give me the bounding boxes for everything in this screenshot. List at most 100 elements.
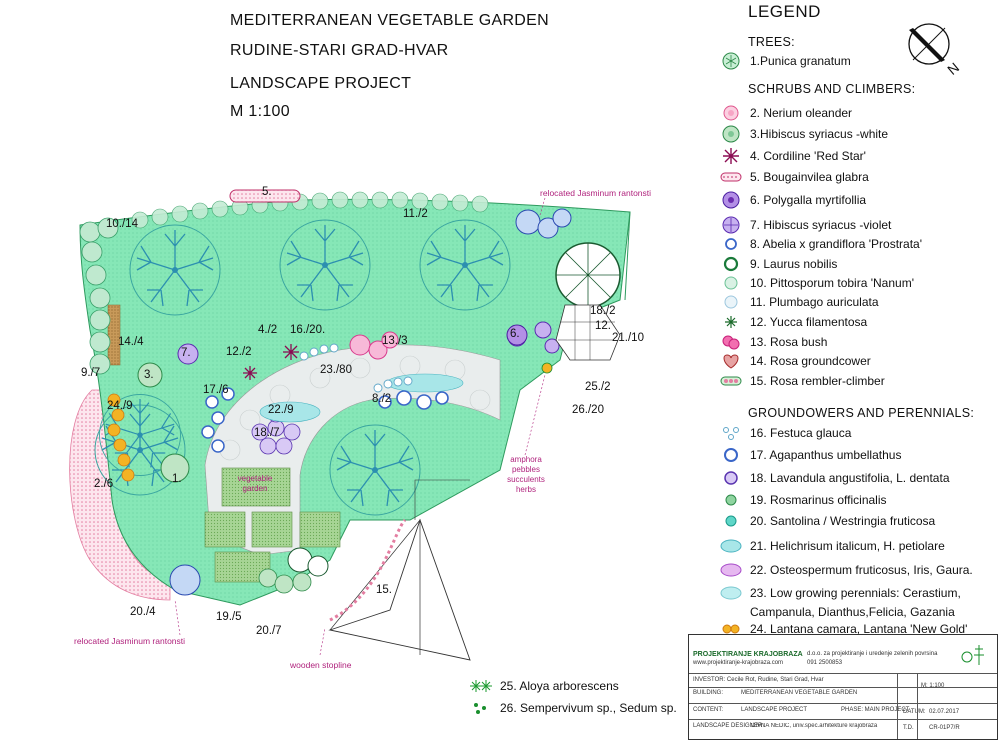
label-6: 6. — [510, 328, 520, 340]
purple-shrub-icon — [720, 191, 742, 209]
legend-item-15: 15. Rosa rembler-climber — [720, 372, 885, 390]
laurus-icon — [720, 255, 742, 273]
lavandula-icon — [720, 469, 742, 487]
tree-green-icon — [720, 52, 742, 70]
north-arrow-icon: N — [908, 23, 962, 78]
compass-letter: N — [944, 59, 962, 78]
agapanthus-icon — [720, 446, 742, 464]
building-value: MEDITERRANEAN VEGETABLE GARDEN — [741, 690, 858, 696]
designer-value: DIVNA NEDIC, univ.spec.arhitekture krajo… — [751, 723, 878, 729]
note-amphora: amphora pebbles succulents herbs — [507, 455, 545, 494]
legend-panel: LEGEND N TREES: 1.Punica granatum SCHRUB… — [720, 0, 1000, 640]
datum-value: 02.07.2017 — [929, 709, 960, 715]
yucca-icon — [720, 313, 742, 331]
label-26-20: 26./20 — [572, 404, 604, 416]
lantana-icon — [720, 620, 742, 638]
title-block: PROJEKTIRANJE KRAJOBRAZA d.o.o. za proje… — [688, 634, 998, 740]
aloe-icon — [470, 677, 492, 695]
phase-value: PHASE: MAIN PROJECT — [841, 707, 910, 713]
green-shrub-icon — [720, 125, 742, 143]
note-jasmine-bottom: relocated Jasminum rantonsti — [74, 636, 186, 646]
label-19-5: 19./5 — [216, 611, 242, 623]
label-23-80: 23./80 — [320, 364, 352, 376]
violet-shrub-icon — [720, 216, 742, 234]
legend-item-17: 17. Agapanthus umbellathus — [720, 446, 901, 464]
label-7: 7. — [181, 347, 191, 359]
company-name: PROJEKTIRANJE KRAJOBRAZA — [693, 651, 803, 658]
legend-item-3: 3.Hibiscus syriacus -white — [720, 125, 888, 143]
label-18-7: 18./7 — [254, 427, 280, 439]
legend-item-4: 4. Cordiline 'Red Star' — [720, 147, 866, 165]
label-2-6: 2./6 — [94, 478, 114, 490]
perennials-icon — [720, 584, 742, 602]
plan-title: MEDITERRANEAN VEGETABLE GARDEN — [230, 12, 549, 29]
legend-item-25: 25. Aloya arborescens — [470, 677, 619, 695]
pittosporum-icon — [720, 274, 742, 292]
building-label: BUILDING: — [693, 690, 724, 696]
label-15: 15. — [376, 584, 392, 596]
sedum-icon — [470, 699, 492, 717]
festuca-icon — [720, 424, 742, 442]
legend-item-14: 14. Rosa groundcower — [720, 352, 871, 370]
star-burst-icon — [720, 147, 742, 165]
label-4-2: 4./2 — [258, 324, 278, 336]
label-16-20: 16./20. — [290, 324, 326, 336]
company-website: www.projektiranje-krajobraza.com — [693, 660, 784, 666]
label-25-2: 25./2 — [585, 381, 611, 393]
content-label: CONTENT: — [693, 707, 723, 713]
label-8-2: 8./2 — [372, 393, 392, 405]
label-14-4: 14./4 — [118, 336, 144, 348]
label-24-9: 24./9 — [107, 400, 133, 412]
legend-item-11: 11. Plumbago auriculata — [720, 293, 879, 311]
legend-item-12: 12. Yucca filamentosa — [720, 313, 867, 331]
td-label: T.D. — [903, 725, 914, 731]
label-20-7: 20./7 — [256, 625, 282, 637]
abelia-icon — [720, 235, 742, 253]
note-wooden-stopline: wooden stopline — [290, 660, 352, 670]
legend-item-7: 7. Hibiscus syriacus -violet — [720, 216, 891, 234]
td-value: CR-01P7/R — [929, 725, 960, 731]
label-10-14: 10./14 — [106, 218, 138, 230]
label-22-9: 22./9 — [268, 404, 294, 416]
label-1: 1. — [172, 473, 182, 485]
label-9-7: 9./7 — [81, 367, 101, 379]
legend-item-24: 24. Lantana camara, Lantana 'New Gold' — [720, 620, 967, 638]
rosa-ground-icon — [720, 352, 742, 370]
label-17-6: 17./6 — [203, 384, 229, 396]
pink-flower-icon — [720, 104, 742, 122]
legend-item-26: 26. Sempervivum sp., Sedum sp. — [470, 699, 677, 717]
legend-item-23-cont: Campanula, Dianthus,Felicia, Gazania — [750, 605, 955, 619]
label-18-2: 18./2 — [590, 305, 616, 317]
legend-heading: LEGEND — [748, 2, 821, 21]
helichrysum-icon — [720, 537, 742, 555]
company-sub: d.o.o. za projektiranje i uredenje zelen… — [807, 651, 938, 657]
investor: INVESTOR: Cecile Rot, Rudine, Stari Grad… — [693, 677, 824, 683]
legend-item-20: 20. Santolina / Westringia fruticosa — [720, 512, 935, 530]
company-logo-icon — [961, 645, 984, 665]
designer-label: LANDSCAPE DESIGNER: — [693, 723, 765, 729]
plan-subtitle: LANDSCAPE PROJECT — [230, 75, 412, 92]
legend-item-13: 13. Rosa bush — [720, 333, 827, 351]
note-vegetable-garden: vegetable garden — [237, 474, 273, 493]
santolina-icon — [720, 512, 742, 530]
plan-scale: M 1:100 — [230, 103, 290, 120]
content-value: LANDSCAPE PROJECT — [741, 707, 808, 713]
label-11-2: 11./2 — [403, 208, 428, 220]
legend-item-18: 18. Lavandula angustifolia, L. dentata — [720, 469, 950, 487]
legend-item-21: 21. Helichrisum italicum, H. petiolare — [720, 537, 945, 555]
legend-item-6: 6. Polygalla myrtifollia — [720, 191, 866, 209]
rosa-bush-icon — [720, 333, 742, 351]
shrubs-heading: SCHRUBS AND CLIMBERS: — [748, 82, 916, 96]
datum-label: DATUM: — [903, 709, 926, 715]
legend-item-2: 2. Nerium oleander — [720, 104, 852, 122]
company-phone: 091 2500853 — [807, 660, 843, 666]
legend-item-9: 9. Laurus nobilis — [720, 255, 837, 273]
plumbago-icon — [720, 293, 742, 311]
legend-item-8: 8. Abelia x grandiflora 'Prostrata' — [720, 235, 922, 253]
label-12: 12. — [595, 320, 611, 332]
legend-item-16: 16. Festuca glauca — [720, 424, 851, 442]
garden-plan — [69, 189, 631, 661]
label-12-2: 12./2 — [226, 346, 252, 358]
osteospermum-icon — [720, 561, 742, 579]
bougainvillea-icon — [720, 168, 742, 186]
